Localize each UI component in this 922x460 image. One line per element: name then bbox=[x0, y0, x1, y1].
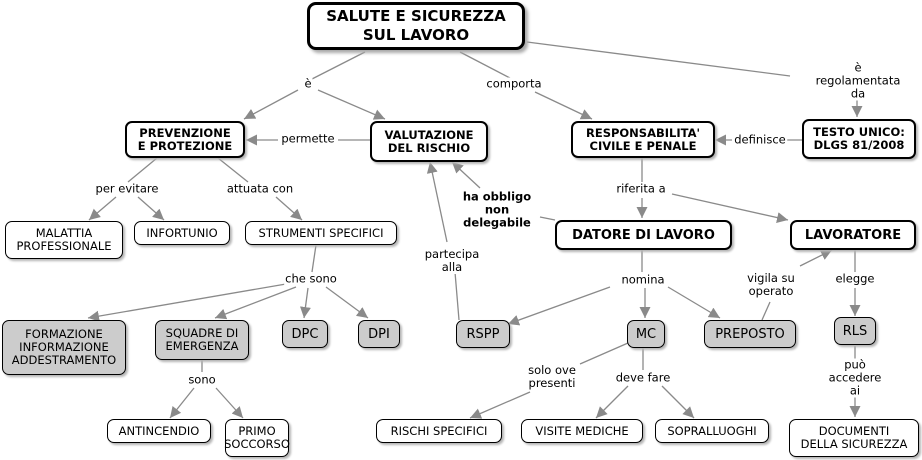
edge-perevitare-infortunio bbox=[137, 196, 165, 221]
edge-strumenti-chesono bbox=[311, 244, 317, 273]
link-label-nomina: nomina bbox=[620, 272, 666, 287]
edge-rspp-partecipa bbox=[454, 271, 460, 321]
concept-documenti-sicurezza[interactable]: DOCUMENTI DELLA SICUREZZA bbox=[789, 419, 919, 457]
edge-devefare-sopralluoghi bbox=[661, 385, 695, 419]
concept-infortunio[interactable]: INFORTUNIO bbox=[134, 221, 230, 245]
edge-riferita-lavoratore bbox=[671, 193, 789, 223]
link-label-sono: sono bbox=[187, 372, 217, 387]
concept-sopralluoghi[interactable]: SOPRALLUOGHI bbox=[655, 419, 769, 443]
concept-strumenti-specifici[interactable]: STRUMENTI SPECIFICI bbox=[245, 221, 397, 245]
edge-datore-haobbligo bbox=[539, 216, 556, 221]
edge-mc-soloove bbox=[579, 342, 629, 365]
link-label-definisce: definisce bbox=[733, 132, 787, 147]
edge-perevitare-malattia bbox=[88, 196, 117, 221]
concept-primo-soccorso[interactable]: PRIMO SOCCORSO bbox=[224, 419, 290, 457]
edge-salute-comporta bbox=[459, 51, 511, 79]
edge-prevenzione-perevitare bbox=[127, 157, 158, 183]
concept-prevenzione-protezione[interactable]: PREVENZIONE E PROTEZIONE bbox=[125, 121, 245, 158]
edge-soloove-rischi bbox=[469, 391, 531, 419]
edge-devefare-visite bbox=[595, 385, 629, 419]
concept-rls[interactable]: RLS bbox=[834, 317, 876, 345]
edge-chesono-formazione bbox=[87, 283, 287, 322]
concept-antincendio[interactable]: ANTINCENDIO bbox=[107, 419, 211, 443]
concept-malattia-professionale[interactable]: MALATTIA PROFESSIONALE bbox=[5, 221, 123, 259]
concept-squadre-emergenza[interactable]: SQUADRE DI EMERGENZA bbox=[155, 320, 249, 360]
edge-partecipa-valutazione bbox=[426, 161, 448, 243]
link-label-regolamentata: è regolamentata da bbox=[814, 60, 902, 101]
concept-lavoratore[interactable]: LAVORATORE bbox=[790, 220, 916, 250]
concept-rspp[interactable]: RSPP bbox=[456, 320, 510, 348]
concept-datore-di-lavoro[interactable]: DATORE DI LAVORO bbox=[555, 220, 732, 250]
link-label-che-sono: che sono bbox=[284, 271, 338, 286]
link-label-attuata-con: attuata con bbox=[225, 181, 295, 196]
concept-salute-e-sicurezza[interactable]: SALUTE E SICUREZZA SUL LAVORO bbox=[307, 2, 525, 50]
link-label-permette: permette bbox=[280, 131, 336, 146]
link-label-puo-accedere: può accedere ai bbox=[821, 358, 889, 398]
edge-haobbligo-valutazione bbox=[451, 161, 481, 189]
link-label-e: è bbox=[303, 76, 313, 91]
concept-dpc[interactable]: DPC bbox=[282, 320, 328, 348]
concept-dpi[interactable]: DPI bbox=[358, 320, 400, 348]
edge-preposto-vigila bbox=[761, 301, 771, 321]
edge-chesono-squadre bbox=[214, 286, 297, 320]
edge-sono-primo bbox=[215, 387, 244, 419]
link-label-solo-ove: solo ove presenti bbox=[527, 363, 577, 390]
link-label-ha-obbligo: ha obbligo non delegabile bbox=[461, 189, 533, 230]
edge-nomina-preposto bbox=[667, 286, 721, 319]
edge-e-valutazione bbox=[317, 89, 386, 120]
edge-vigila-lavoratore bbox=[799, 249, 833, 267]
link-label-deve-fare: deve fare bbox=[614, 370, 672, 385]
edge-nomina-rspp bbox=[507, 286, 611, 326]
concept-preposto[interactable]: PREPOSTO bbox=[704, 320, 796, 348]
link-label-riferita-a: riferita a bbox=[615, 181, 667, 196]
edge-attuata-strumenti bbox=[275, 196, 303, 221]
concept-valutazione-rischio[interactable]: VALUTAZIONE DEL RISCHIO bbox=[370, 121, 488, 162]
edge-comporta-responsabilita bbox=[534, 91, 593, 120]
link-label-per-evitare: per evitare bbox=[94, 181, 160, 196]
edge-chesono-dpc bbox=[300, 287, 311, 319]
link-label-partecipa: partecipa alla bbox=[423, 247, 481, 274]
link-label-vigila: vigila su operato bbox=[746, 271, 796, 298]
concept-formazione[interactable]: FORMAZIONE INFORMAZIONE ADDESTRAMENTO bbox=[2, 320, 126, 375]
edge-salute-e bbox=[309, 51, 366, 81]
link-label-comporta: comporta bbox=[485, 76, 543, 91]
edge-chesono-dpi bbox=[325, 286, 369, 319]
concept-rischi-specifici[interactable]: RISCHI SPECIFICI bbox=[376, 419, 502, 443]
edge-salute-regolamentata bbox=[526, 41, 791, 77]
concept-responsabilita[interactable]: RESPONSABILITA' CIVILE E PENALE bbox=[571, 121, 715, 158]
edge-sono-antincendio bbox=[169, 387, 195, 419]
edge-prevenzione-attuata bbox=[217, 157, 249, 183]
concept-testo-unico[interactable]: TESTO UNICO: DLGS 81/2008 bbox=[802, 119, 916, 159]
concept-visite-mediche[interactable]: VISITE MEDICHE bbox=[521, 419, 643, 443]
link-label-elegge: elegge bbox=[834, 271, 876, 286]
edge-e-prevenzione bbox=[243, 89, 299, 120]
concept-mc[interactable]: MC bbox=[627, 320, 665, 348]
